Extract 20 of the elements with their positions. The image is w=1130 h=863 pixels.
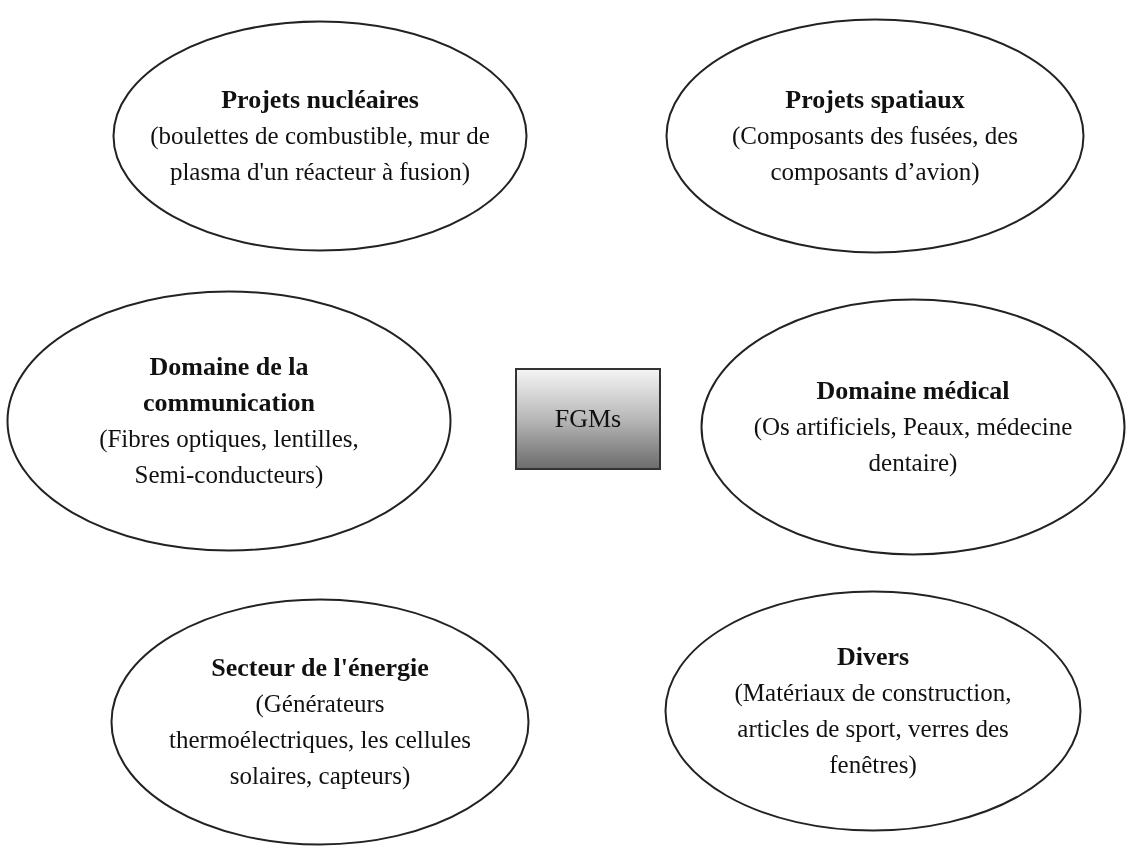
node-description: (Générateurs thermoélectriques, les cellules solaires, capteurs) xyxy=(168,689,472,791)
node-description: (Matériaux de construction, articles de sport, verres des fenêtres) xyxy=(733,678,1013,781)
node-description: (Fibres optiques, lentilles, Semi-conducteurs) xyxy=(98,424,360,490)
node-heading: Projets spatiaux xyxy=(785,84,965,116)
topic-ellipse xyxy=(112,20,528,252)
topic-ellipse xyxy=(700,298,1126,556)
center-box xyxy=(515,368,661,470)
node-description: (Os artificiels, Peaux, médecine dentaire) xyxy=(752,412,1074,478)
node-label: FGMs xyxy=(554,403,622,435)
topic-ellipse xyxy=(665,18,1085,254)
node-heading: Secteur de l'énergie xyxy=(211,652,429,684)
node-heading: Domaine de la communication xyxy=(142,351,316,419)
node-heading: Domaine médical xyxy=(816,375,1010,407)
node-heading: Projets nucléaires xyxy=(221,84,419,116)
topic-ellipse xyxy=(110,598,530,846)
node-heading: Divers xyxy=(836,641,910,673)
node-description: (Composants des fusées, des composants d’avion) xyxy=(730,121,1020,188)
topic-ellipse xyxy=(664,590,1082,832)
node-description: (boulettes de combustible, mur de plasma d'un réacteur à fusion) xyxy=(150,121,490,187)
topic-ellipse xyxy=(6,290,452,552)
